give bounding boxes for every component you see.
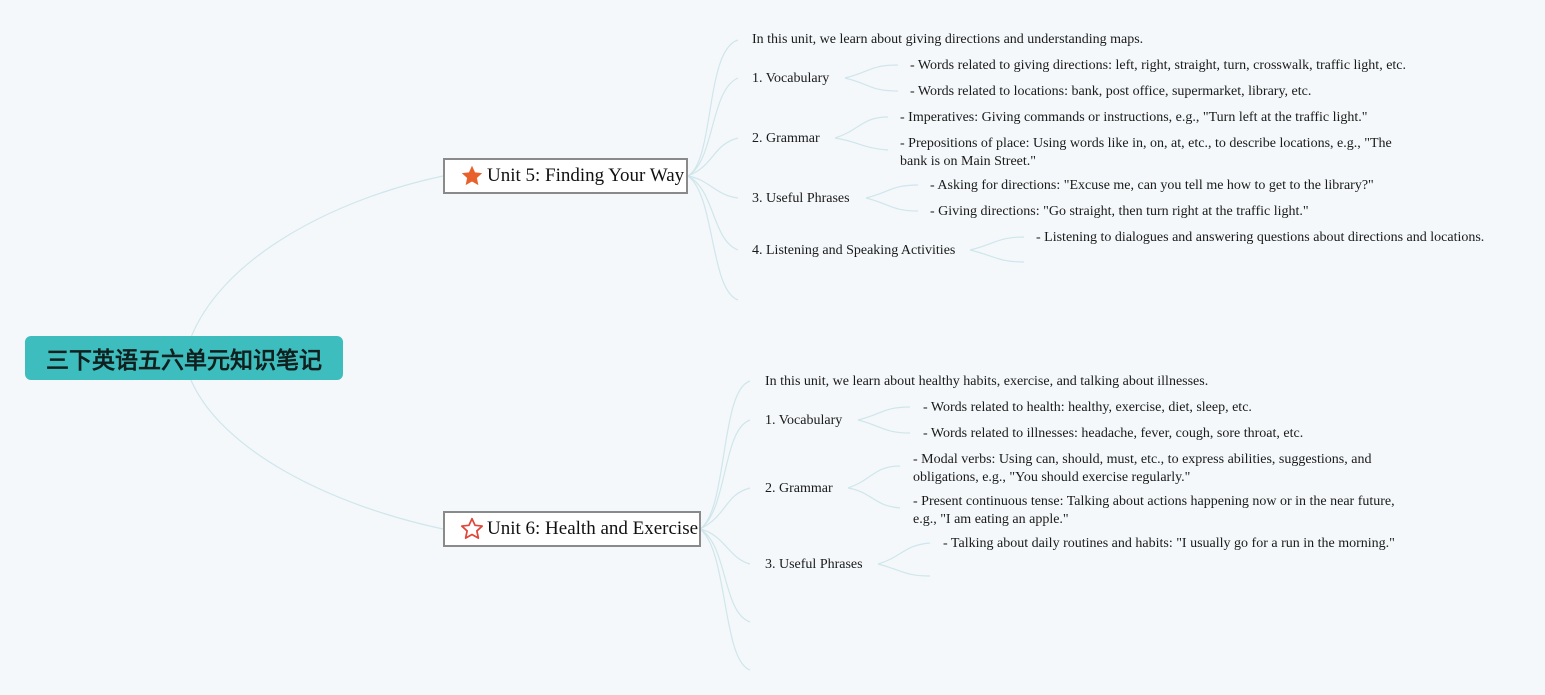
unit6-phrases-item[interactable]: - Talking about daily routines and habit…	[943, 536, 1395, 551]
unit5-phrases-item[interactable]: - Asking for directions: "Excuse me, can…	[930, 178, 1374, 193]
unit6-grammar-item[interactable]: - Present continuous tense: Talking abou…	[913, 494, 1395, 527]
connector-root-unit6	[189, 377, 444, 530]
unit5-phrases-item[interactable]: - Giving directions: "Go straight, then …	[930, 204, 1309, 219]
unit5-grammar-item[interactable]: - Imperatives: Giving commands or instru…	[900, 110, 1368, 125]
unit6-phrases-label[interactable]: 3. Useful Phrases	[765, 557, 863, 572]
unit5-vocab-item[interactable]: - Words related to locations: bank, post…	[910, 84, 1312, 99]
unit6-vocab-label[interactable]: 1. Vocabulary	[765, 413, 843, 428]
unit5-grammar-label[interactable]: 2. Grammar	[752, 131, 820, 146]
root-topic[interactable]: 三下英语五六单元知识笔记	[25, 336, 343, 380]
unit6-intro[interactable]: In this unit, we learn about healthy hab…	[765, 374, 1209, 389]
unit5-grammar-item[interactable]: - Prepositions of place: Using words lik…	[900, 136, 1392, 169]
unit6-vocab-item[interactable]: - Words related to health: healthy, exer…	[923, 400, 1252, 415]
star-outline-icon	[459, 516, 485, 542]
unit6-topic[interactable]: Unit 6: Health and Exercise	[443, 511, 701, 547]
connector-root-unit5	[189, 175, 444, 341]
unit5-topic[interactable]: Unit 5: Finding Your Way	[443, 158, 688, 194]
unit6-vocab-item[interactable]: - Words related to illnesses: headache, …	[923, 426, 1304, 441]
unit5-title: Unit 5: Finding Your Way	[487, 165, 685, 186]
star-filled-icon	[459, 163, 485, 189]
unit5-phrases-label[interactable]: 3. Useful Phrases	[752, 191, 850, 206]
unit5-intro[interactable]: In this unit, we learn about giving dire…	[752, 32, 1144, 47]
unit5-listening-label[interactable]: 4. Listening and Speaking Activities	[752, 243, 956, 258]
unit6-grammar-item[interactable]: - Modal verbs: Using can, should, must, …	[913, 452, 1372, 485]
unit5-listening-item[interactable]: - Listening to dialogues and answering q…	[1036, 230, 1485, 245]
unit6-title: Unit 6: Health and Exercise	[487, 518, 699, 539]
unit5-vocab-item[interactable]: - Words related to giving directions: le…	[910, 58, 1407, 73]
unit5-vocab-label[interactable]: 1. Vocabulary	[752, 71, 830, 86]
unit6-grammar-label[interactable]: 2. Grammar	[765, 481, 833, 496]
